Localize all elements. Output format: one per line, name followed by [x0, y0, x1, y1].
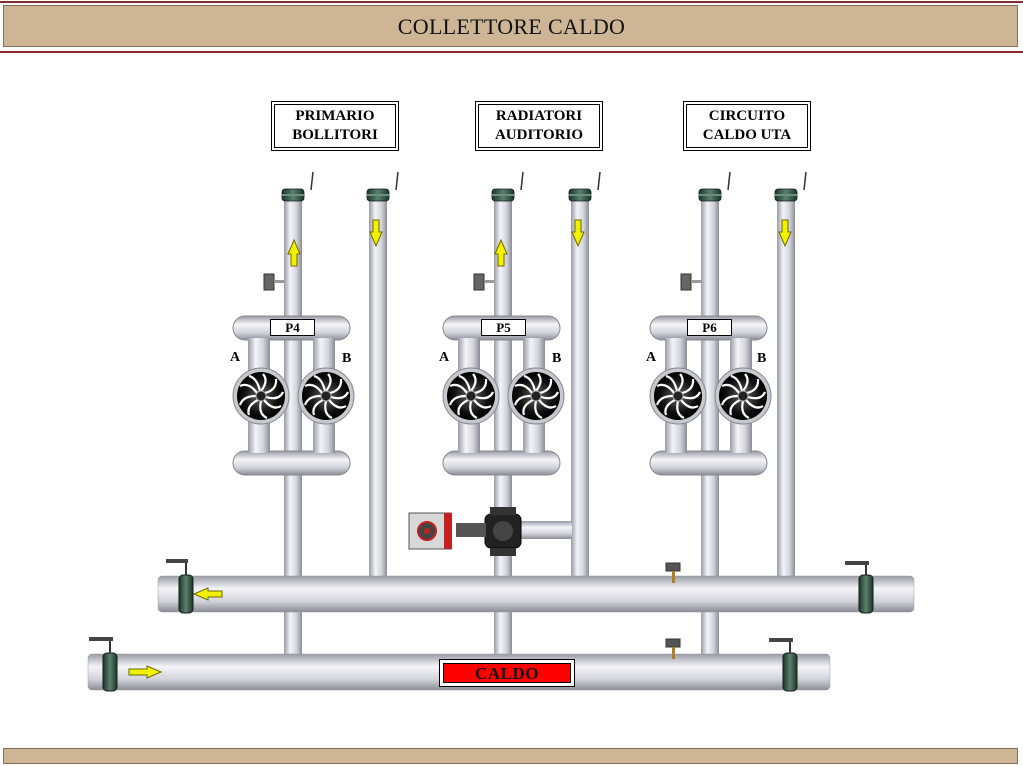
thermometer-icon [665, 562, 681, 583]
circuit-label-text: CIRCUITO CALDO UTA [686, 104, 808, 148]
valve-icon[interactable] [845, 561, 874, 614]
flow-arrow-right-icon [128, 665, 163, 679]
flow-arrow-down-icon [571, 219, 585, 248]
flow-arrow-up-icon [494, 238, 508, 267]
title-bottom-line [0, 51, 1023, 53]
pump-side-b-label: B [342, 351, 352, 366]
pump-icon [648, 366, 708, 426]
pump-label-p5[interactable]: P5 [481, 319, 526, 336]
circuit-label-primario-bollitori: PRIMARIO BOLLITORI [271, 101, 399, 151]
flow-arrow-down-icon [778, 219, 792, 248]
three-way-valve-icon[interactable] [456, 507, 522, 556]
pump-icon [441, 366, 501, 426]
thermometer-icon [473, 273, 494, 291]
thermometer-icon [665, 638, 681, 659]
flow-arrow-left-icon [192, 587, 223, 601]
valve-icon[interactable] [166, 559, 194, 614]
pump-side-b-label: B [757, 351, 767, 366]
footer-bar [3, 748, 1018, 764]
valve-icon[interactable] [89, 637, 118, 692]
pump-icon [296, 366, 356, 426]
title-bar [3, 5, 1018, 47]
top-flanges [281, 171, 807, 202]
pump-side-a-label: A [646, 350, 657, 365]
pump-side-a-label: A [439, 350, 450, 365]
flow-arrow-up-icon [287, 238, 301, 267]
actuator-icon[interactable] [408, 512, 452, 550]
title-top-line [0, 1, 1023, 3]
pump-label-p6[interactable]: P6 [687, 319, 732, 336]
pump-icon [713, 366, 773, 426]
thermometer-icon [263, 273, 284, 291]
flow-arrow-down-icon [369, 219, 383, 248]
pump-label-p4[interactable]: P4 [270, 319, 315, 336]
circuit-label-circuito-caldo-uta: CIRCUITO CALDO UTA [683, 101, 811, 151]
pump-group-p6 [648, 315, 773, 476]
valve-icon[interactable] [769, 638, 798, 692]
thermometer-icon [680, 273, 701, 291]
manifold-status-box: CALDO [439, 659, 575, 687]
circuit-label-text: RADIATORI AUDITORIO [478, 104, 600, 148]
circuit-label-text: PRIMARIO BOLLITORI [274, 104, 396, 148]
page-title: COLLETTORE CALDO [397, 14, 626, 39]
pump-icon [506, 366, 566, 426]
circuit-label-radiatori-auditorio: RADIATORI AUDITORIO [475, 101, 603, 151]
manifold-status-label: CALDO [443, 663, 571, 683]
pump-side-b-label: B [552, 351, 562, 366]
pump-side-a-label: A [230, 350, 241, 365]
pump-icon [231, 366, 291, 426]
return-manifold [157, 575, 915, 613]
